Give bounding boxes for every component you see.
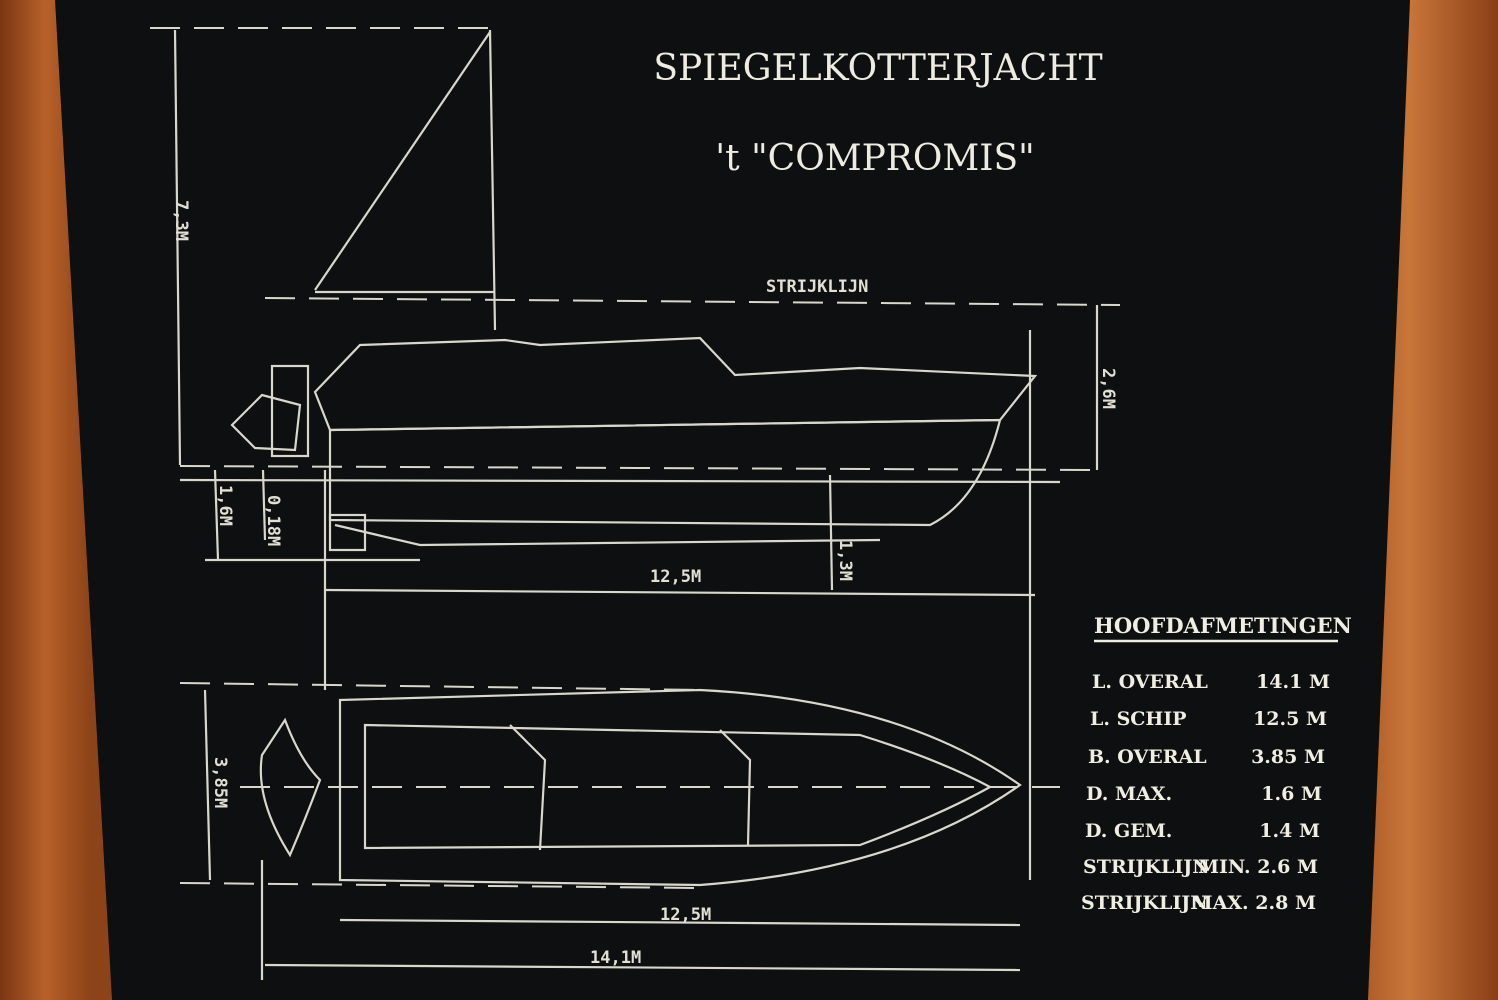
keel-draft-label: 1,3M	[835, 540, 855, 581]
plaque-surface	[55, 0, 1410, 1000]
spec-label: STRIJKLIJN	[1081, 892, 1208, 914]
spec-value: MAX. 2.8 M	[1192, 892, 1316, 914]
freeboard-label: 2,6M	[1098, 368, 1118, 409]
spec-value: 1.4 M	[1259, 820, 1320, 842]
side-hull-length-label: 12,5M	[650, 567, 701, 587]
overall-length-label: 14,1M	[590, 948, 641, 968]
spec-label: L. SCHIP	[1090, 708, 1187, 730]
beam-label: 3,85M	[210, 757, 230, 808]
side-view-drawing	[150, 27, 1121, 880]
waterline-label: STRIJKLIJN	[766, 277, 868, 297]
spec-value: 1.6 M	[1261, 783, 1322, 805]
spec-row: B. OVERAL 3.85 M	[1088, 746, 1325, 768]
spec-label: D. MAX.	[1086, 783, 1172, 805]
spec-value: 12.5 M	[1253, 708, 1327, 730]
title-line2: 't "COMPROMIS"	[715, 138, 1034, 179]
spec-value: 3.85 M	[1251, 746, 1325, 768]
spec-label: STRIJKLIJN	[1083, 856, 1210, 878]
specs-table: HOOFDAFMETINGEN L. OVERAL 14.1 M L. SCHIP…	[1081, 613, 1352, 914]
specs-heading: HOOFDAFMETINGEN	[1094, 613, 1352, 638]
spec-value: MIN. 2.6 M	[1198, 856, 1318, 878]
top-view-drawing	[179, 682, 1060, 980]
title-line1: SPIEGELKOTTERJACHT	[653, 48, 1102, 89]
spec-label: D. GEM.	[1085, 820, 1172, 842]
spec-row: L. SCHIP 12.5 M	[1090, 708, 1327, 730]
rudder-offset-label: 0,18M	[263, 495, 283, 546]
top-hull-length-label: 12,5M	[660, 905, 711, 925]
spec-row: D. GEM. 1.4 M	[1085, 820, 1320, 842]
spec-value: 14.1 M	[1256, 671, 1330, 693]
spec-label: B. OVERAL	[1088, 746, 1207, 768]
mast-height-label: 7,3M	[171, 200, 191, 241]
max-draft-label: 1,6M	[215, 485, 235, 526]
spec-row: L. OVERAL 14.1 M	[1092, 671, 1330, 693]
spec-label: L. OVERAL	[1092, 671, 1208, 693]
spec-row: D. MAX. 1.6 M	[1086, 783, 1322, 805]
